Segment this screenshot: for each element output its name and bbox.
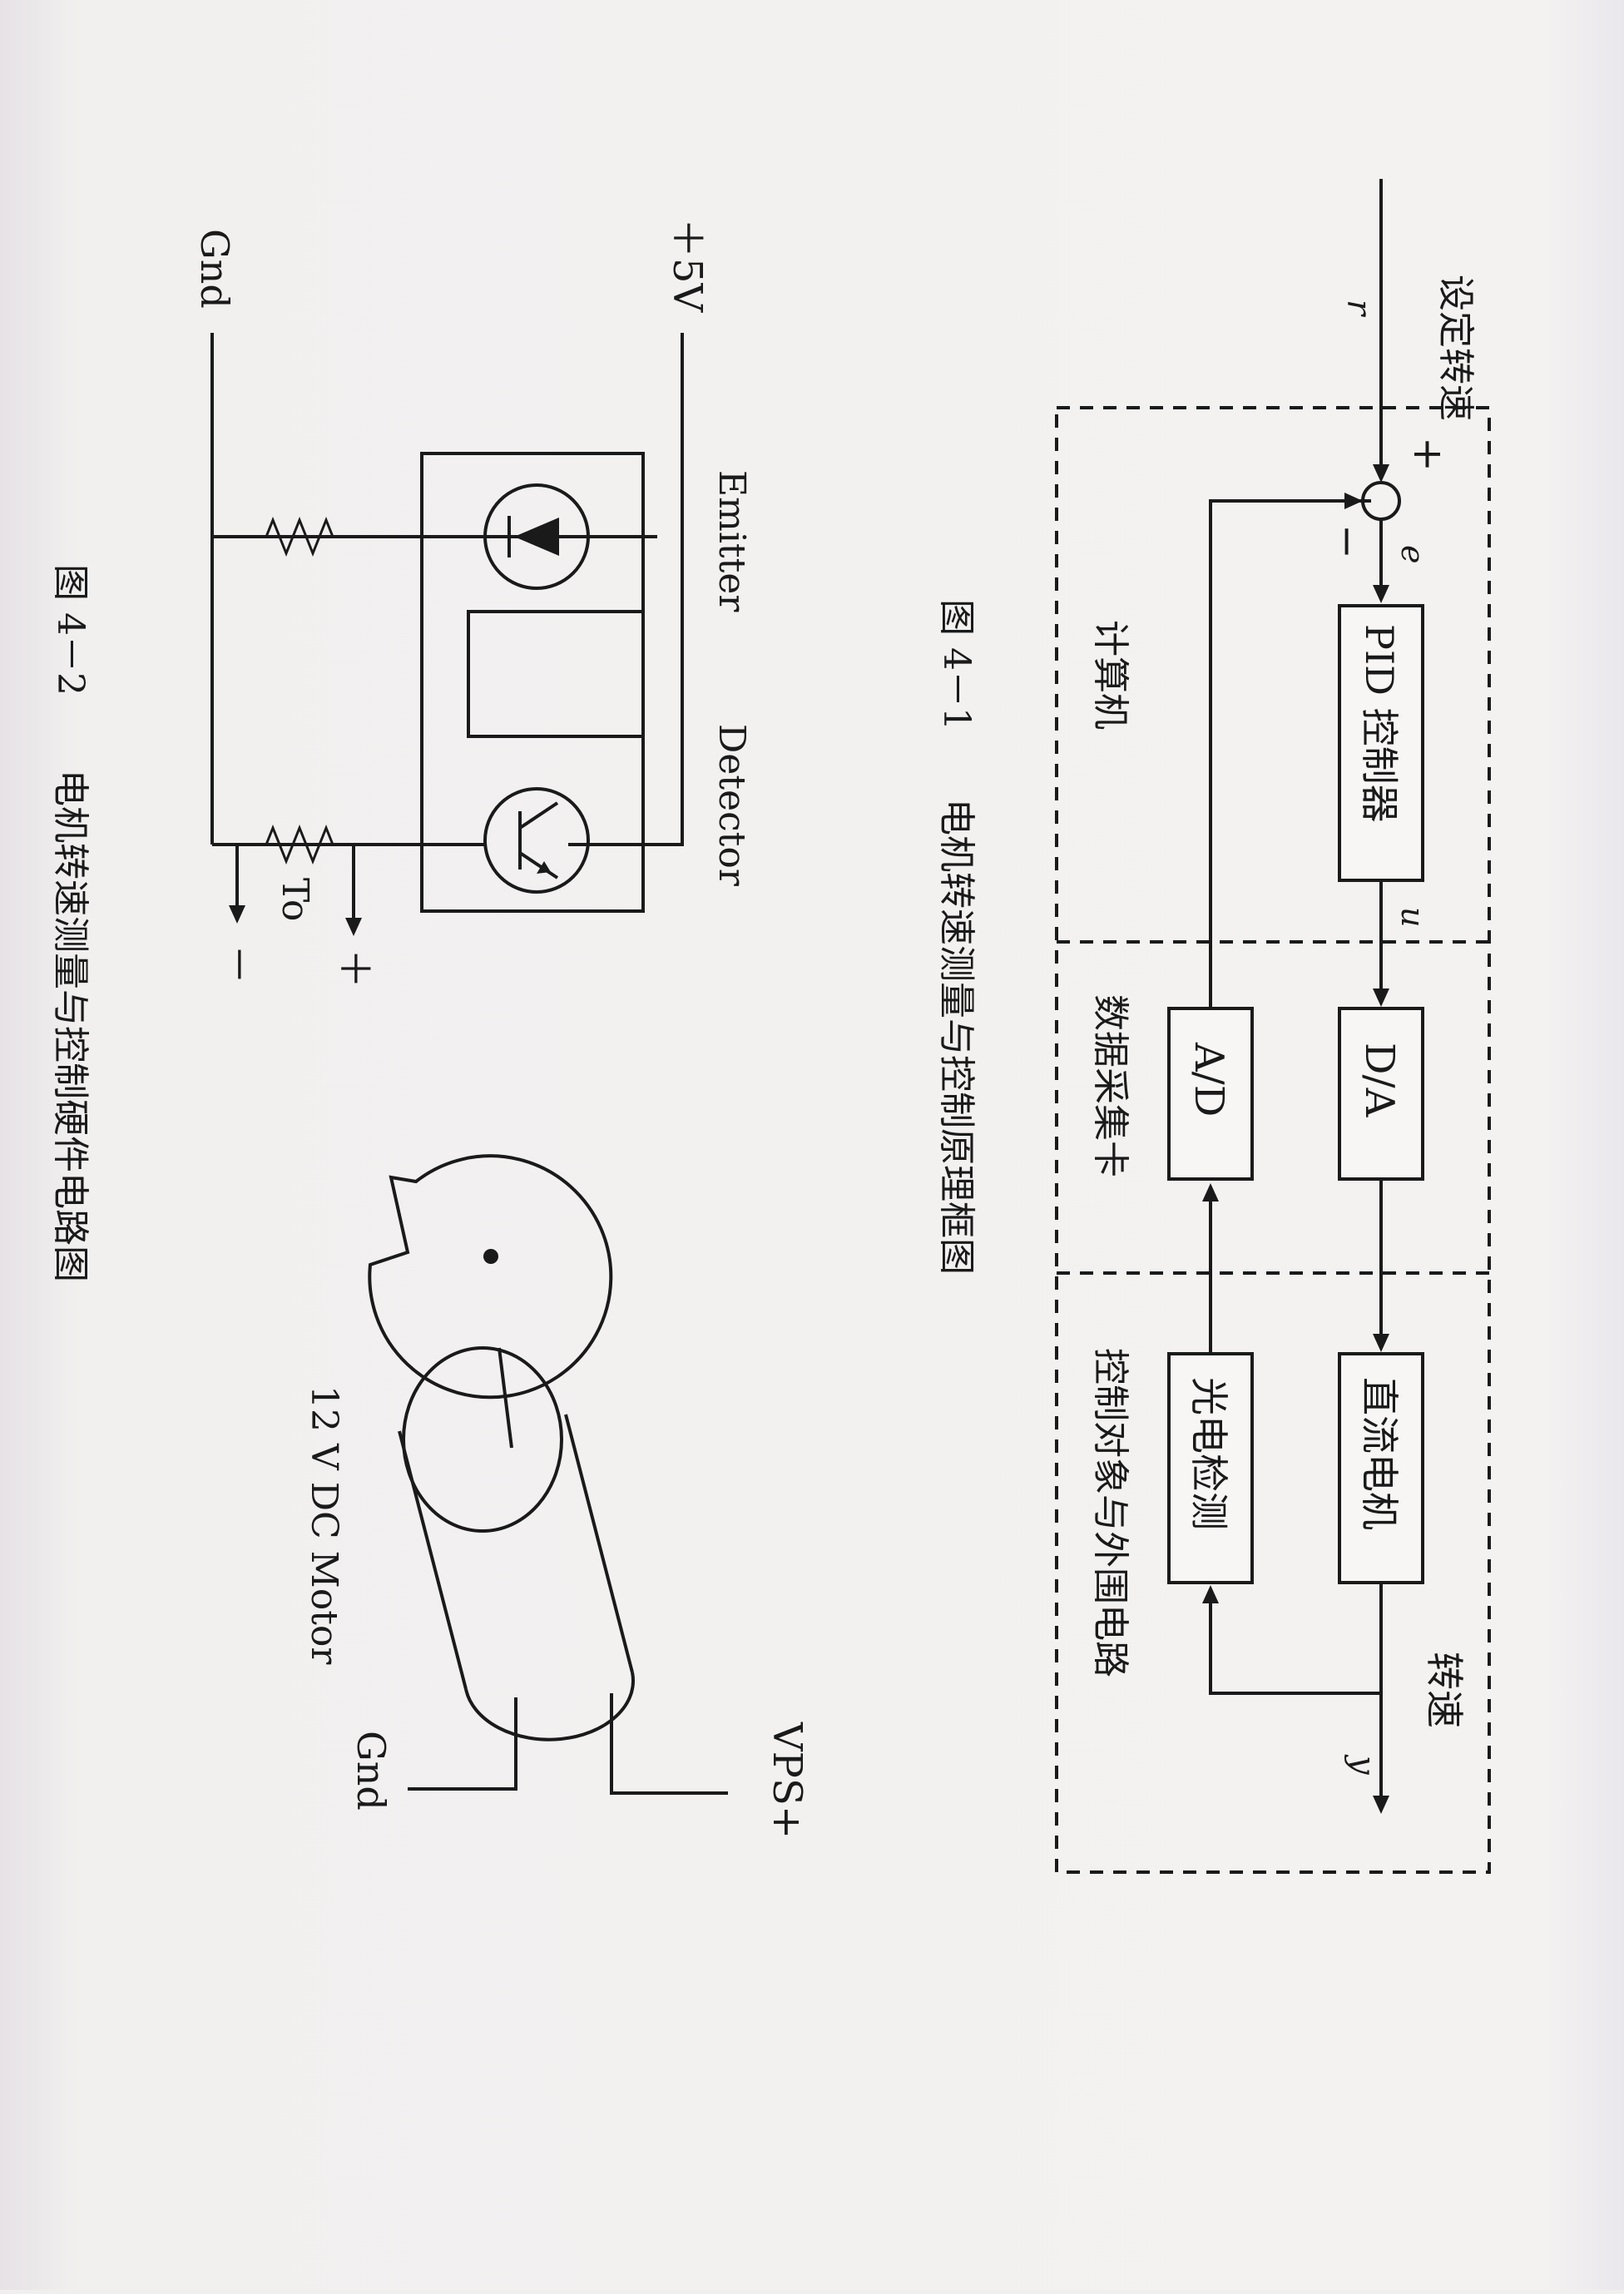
vcc-label: ＋5V [664, 218, 710, 314]
optocoupler-slot [467, 610, 643, 738]
da-block [1338, 1007, 1424, 1181]
ad-block [1167, 1007, 1254, 1181]
feedback-arrowhead [1344, 493, 1363, 509]
transistor-emitter-icon [518, 851, 559, 879]
fig1-caption-text: 电机转速测量与控制原理框图 [935, 799, 978, 1275]
motor-vps-lead [610, 1693, 728, 1795]
motor-end-face [402, 1346, 563, 1533]
minus-sign: − [1324, 524, 1372, 559]
fig2-caption-number: 图 4－2 [49, 564, 92, 696]
fig1-caption-number: 图 4－1 [935, 599, 978, 731]
motor-gnd-lead [408, 1697, 517, 1791]
u-arrowhead [1373, 988, 1389, 1007]
r-label: r [1339, 300, 1378, 318]
feedback-return-line [1209, 499, 1371, 1008]
input-label: 设定转速 [1434, 275, 1477, 421]
gnd-left-label: Gnd [192, 229, 237, 309]
output-label: 转速 [1422, 1652, 1467, 1728]
detector-resistor-icon [265, 824, 334, 865]
da-label: D/A [1356, 1043, 1403, 1118]
dc-motor-label: 直流电机 [1357, 1377, 1402, 1530]
feedback-branch-line [1209, 1593, 1381, 1695]
output-minus-label: － [215, 944, 261, 984]
pid-label: PID 控制器 [1357, 624, 1402, 823]
motor-arrowhead [1373, 1334, 1389, 1352]
output-arrowhead [1373, 1796, 1389, 1814]
e-arrowhead [1373, 585, 1389, 603]
plus-sign: + [1404, 437, 1453, 472]
dashed-outer-frame [1055, 406, 1491, 1874]
y-label: y [1344, 1754, 1382, 1776]
output-plus-label: ＋ [331, 949, 378, 988]
encoder-disk [368, 1154, 613, 1400]
motor-shaft [498, 1347, 513, 1449]
detector-circle [483, 787, 590, 894]
block-diagram: 设定转速 r + − e PID 控制器 u D/A 直流电机 转速 y [935, 179, 1491, 1874]
motor-body-sides [398, 1414, 634, 1690]
transistor-arrow-icon [537, 861, 551, 874]
disk-center-dot [483, 1249, 498, 1264]
detector-label: Detector [710, 724, 753, 887]
output-minus-arrowhead [229, 905, 245, 924]
u-label: u [1394, 907, 1431, 927]
motor-back-face [464, 1672, 635, 1742]
ad-arrowhead [1202, 1183, 1219, 1202]
motor-label: 12 V DC Motor [303, 1385, 345, 1665]
transistor-collector-icon [518, 801, 559, 830]
dc-motor-block [1338, 1352, 1424, 1584]
vcc-rail [591, 333, 684, 846]
to-label: To [274, 878, 316, 921]
plant-region-label: 控制对象与外围电路 [1089, 1348, 1131, 1677]
ad-label: A/D [1186, 1042, 1232, 1117]
pid-controller-block [1338, 604, 1424, 882]
daq-region-label: 数据采集卡 [1089, 994, 1131, 1177]
hardware-circuit: ＋5V Gnd Emitter Detector ＋ － [49, 218, 810, 1839]
photo-sensor-block [1167, 1352, 1254, 1584]
output-plus-arrowhead [345, 918, 362, 936]
emitter-resistor-icon [265, 516, 334, 557]
photo-sensor-label: 光电检测 [1186, 1377, 1231, 1530]
computer-region-label: 计算机 [1089, 620, 1131, 730]
optocoupler-housing [420, 452, 645, 913]
e-label: e [1394, 545, 1431, 564]
vps-label: VPS+ [764, 1722, 810, 1839]
motor-gnd-label: Gnd [349, 1731, 394, 1811]
emitter-label: Emitter [710, 470, 753, 612]
fig2-caption-text: 电机转速测量与控制硬件电路图 [49, 770, 92, 1282]
sensor-arrowhead [1202, 1585, 1219, 1603]
input-arrowhead [1373, 464, 1389, 483]
